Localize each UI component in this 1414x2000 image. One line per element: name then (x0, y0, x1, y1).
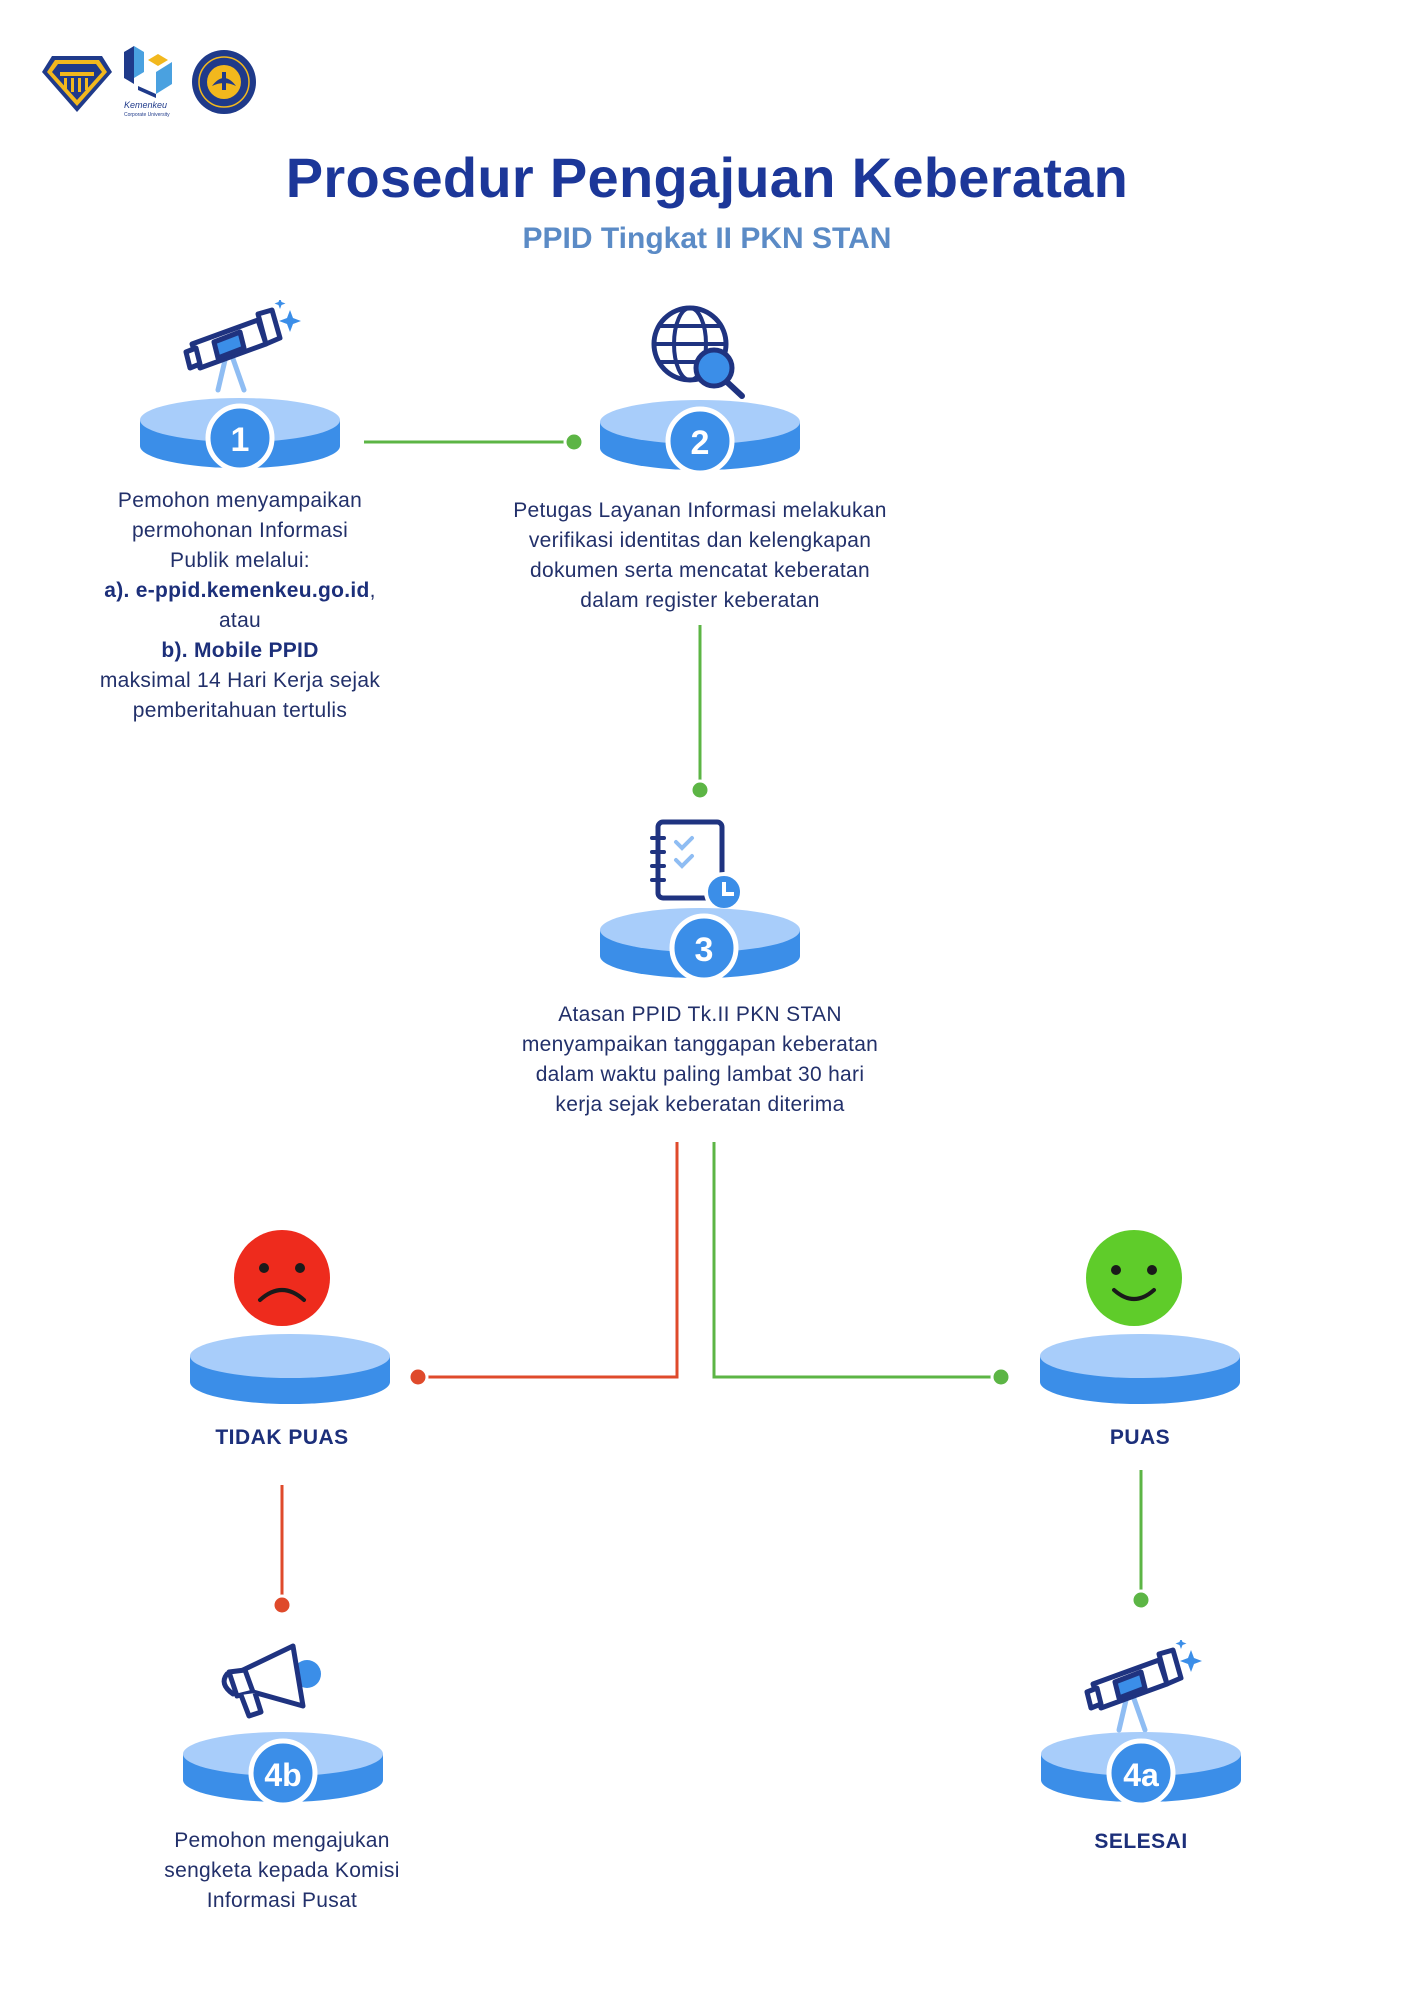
puas-platform (1040, 1334, 1240, 1404)
megaphone-icon (221, 1643, 321, 1719)
happy-face-icon (1086, 1230, 1182, 1326)
step-1-description: Pemohon menyampaikan permohonan Informas… (99, 489, 381, 722)
sad-face-icon (234, 1230, 330, 1326)
step-number-1: 1 (231, 421, 250, 459)
page-subtitle: PPID Tingkat II PKN STAN (522, 222, 892, 255)
step-3-platform: 3 (600, 908, 800, 983)
step-3-description: Atasan PPID Tk.II PKN STAN menyampaikan … (521, 1003, 879, 1116)
sparkle-icon (274, 300, 301, 332)
connector-3-to-puas (712, 1142, 1012, 1388)
tidak-puas-label: TIDAK PUAS (215, 1426, 349, 1449)
logo-group: Kemenkeu Corporate University (42, 46, 256, 118)
pkn-stan-seal-logo (192, 50, 256, 114)
tidak-puas-platform (190, 1334, 390, 1404)
connector-puas-to-4a (1130, 1470, 1152, 1611)
step-3-node: 3 (600, 819, 800, 983)
telescope-icon (183, 307, 283, 393)
step-2-platform: 2 (600, 400, 800, 476)
step-4a-platform: 4a (1041, 1732, 1241, 1808)
telescope-icon (1084, 1647, 1184, 1733)
kemenkeu-corpu-logo: Kemenkeu Corporate University (124, 46, 172, 118)
step-number-4a: 4a (1123, 1757, 1159, 1793)
step-4b-platform: 4b (183, 1732, 383, 1808)
step-1-node: 1 (140, 300, 340, 473)
page-title: Prosedur Pengajuan Keberatan (285, 146, 1129, 209)
puas-node (1040, 1230, 1240, 1404)
globe-search-icon (651, 305, 745, 399)
step-number-4b: 4b (264, 1757, 301, 1793)
step-2-node: 2 (600, 305, 800, 476)
connector-2-to-3 (689, 625, 711, 801)
step-1-platform: 1 (140, 398, 340, 473)
step-number-2: 2 (691, 424, 710, 462)
tidak-puas-node (190, 1230, 390, 1404)
step-4a-node: 4a (1041, 1640, 1241, 1808)
kemenkeu-shield-logo (42, 56, 112, 112)
puas-label: PUAS (1109, 1426, 1171, 1449)
step-4b-description: Pemohon mengajukan sengketa kepada Komis… (164, 1829, 400, 1912)
selesai-label: SELESAI (1094, 1830, 1188, 1853)
connector-3-to-tidak-puas (407, 1142, 679, 1388)
checklist-clock-icon (650, 819, 744, 912)
option-a-link: a). e-ppid.kemenkeu.go.id (104, 579, 370, 602)
option-b-text: b). Mobile PPID (161, 639, 319, 662)
step-4b-node: 4b (183, 1643, 383, 1808)
step-number-3: 3 (695, 931, 714, 969)
step-2-description: Petugas Layanan Informasi melakukan veri… (513, 499, 887, 612)
connector-tidak-puas-to-4b (271, 1485, 293, 1616)
connector-1-to-2 (364, 431, 585, 453)
sparkle-icon (1175, 1640, 1202, 1672)
kemenkeu-wordmark: Kemenkeu (124, 100, 167, 110)
corporate-university-text: Corporate University (124, 112, 170, 118)
